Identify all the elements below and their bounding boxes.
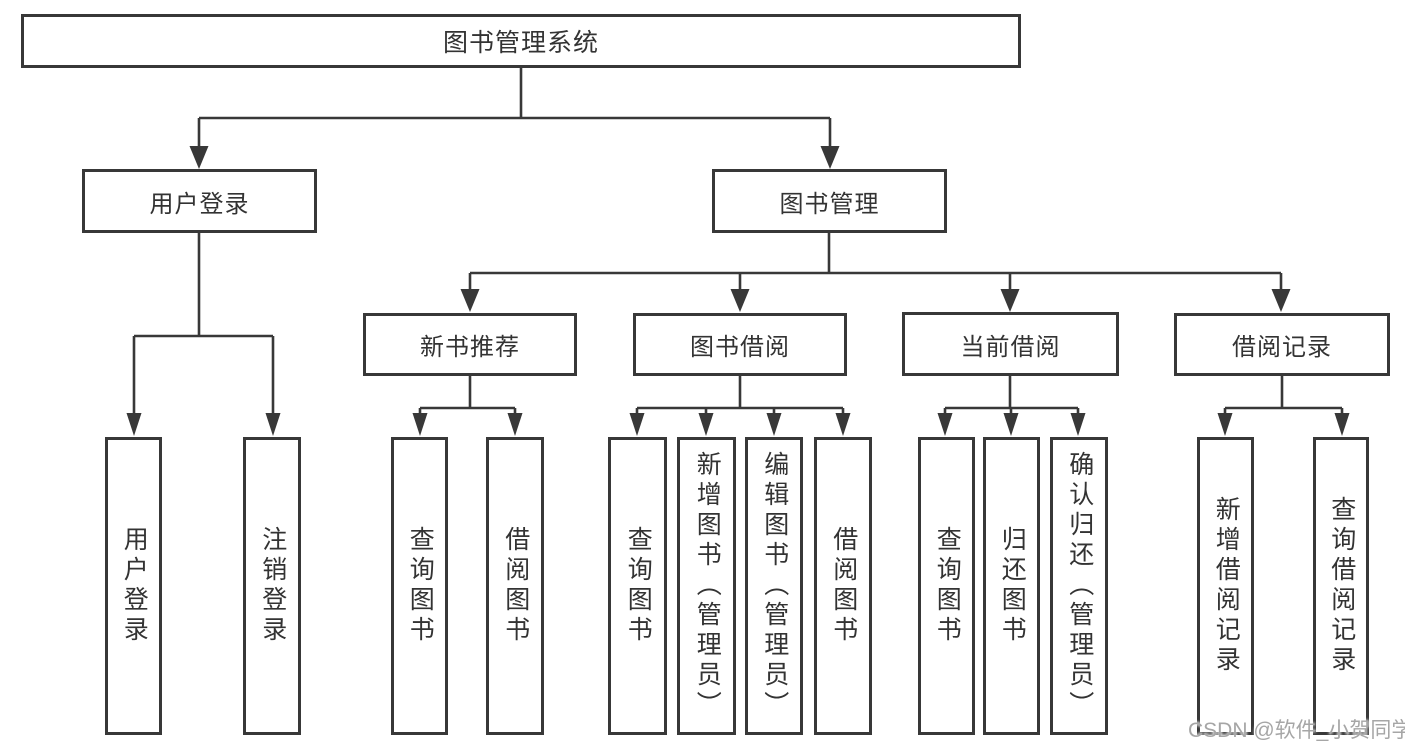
leaf-newbooks-query-books: 查询图书 — [391, 437, 448, 735]
node-new-book-recommendation: 新书推荐 — [363, 313, 577, 376]
leaf-label: 新增图书（管理员） — [693, 451, 722, 721]
leaf-label: 借阅图书 — [501, 526, 530, 646]
node-library-management-system: 图书管理系统 — [21, 14, 1021, 68]
leaf-label: 查询图书 — [933, 526, 962, 646]
csdn-watermark: CSDN @软件_小贺同学 — [1188, 719, 1405, 742]
leaf-label: 用户登录 — [120, 526, 149, 646]
leaf-currentborrow-query-books: 查询图书 — [918, 437, 975, 735]
leaf-logout: 注销登录 — [243, 437, 301, 735]
node-book-management: 图书管理 — [712, 169, 947, 233]
node-label: 借阅记录 — [1232, 334, 1332, 361]
leaf-label: 新增借阅记录 — [1212, 496, 1241, 676]
leaf-label: 编辑图书（管理员） — [760, 451, 789, 721]
leaf-label: 借阅图书 — [829, 526, 858, 646]
leaf-records-add-borrow-record: 新增借阅记录 — [1197, 437, 1254, 735]
node-user-login: 用户登录 — [82, 169, 317, 233]
node-current-borrowing: 当前借阅 — [902, 312, 1119, 376]
node-label: 当前借阅 — [960, 333, 1061, 361]
node-borrowing-records: 借阅记录 — [1174, 313, 1390, 376]
leaf-bookborrow-borrow-books: 借阅图书 — [814, 437, 872, 735]
node-label: 图书管理 — [779, 190, 880, 218]
leaf-label: 注销登录 — [258, 526, 287, 646]
leaf-records-query-borrow-record: 查询借阅记录 — [1313, 437, 1369, 735]
node-label: 新书推荐 — [420, 334, 520, 361]
leaf-bookborrow-add-books-admin: 新增图书（管理员） — [677, 437, 736, 735]
leaf-label: 查询图书 — [624, 526, 653, 646]
node-label: 图书借阅 — [690, 334, 790, 361]
leaf-newbooks-borrow-books: 借阅图书 — [486, 437, 544, 735]
leaf-user-login: 用户登录 — [105, 437, 162, 735]
leaf-label: 确认归还（管理员） — [1065, 451, 1094, 721]
leaf-bookborrow-edit-books-admin: 编辑图书（管理员） — [745, 437, 803, 735]
leaf-label: 归还图书 — [998, 526, 1027, 646]
leaf-label: 查询图书 — [406, 526, 435, 646]
leaf-label: 查询借阅记录 — [1327, 496, 1356, 676]
node-book-borrowing: 图书借阅 — [633, 313, 847, 376]
leaf-bookborrow-query-books: 查询图书 — [608, 437, 667, 735]
leaf-currentborrow-return-books: 归还图书 — [983, 437, 1040, 735]
node-label: 图书管理系统 — [442, 29, 599, 57]
node-label: 用户登录 — [149, 190, 250, 218]
leaf-currentborrow-confirm-return-admin: 确认归还（管理员） — [1050, 437, 1108, 735]
